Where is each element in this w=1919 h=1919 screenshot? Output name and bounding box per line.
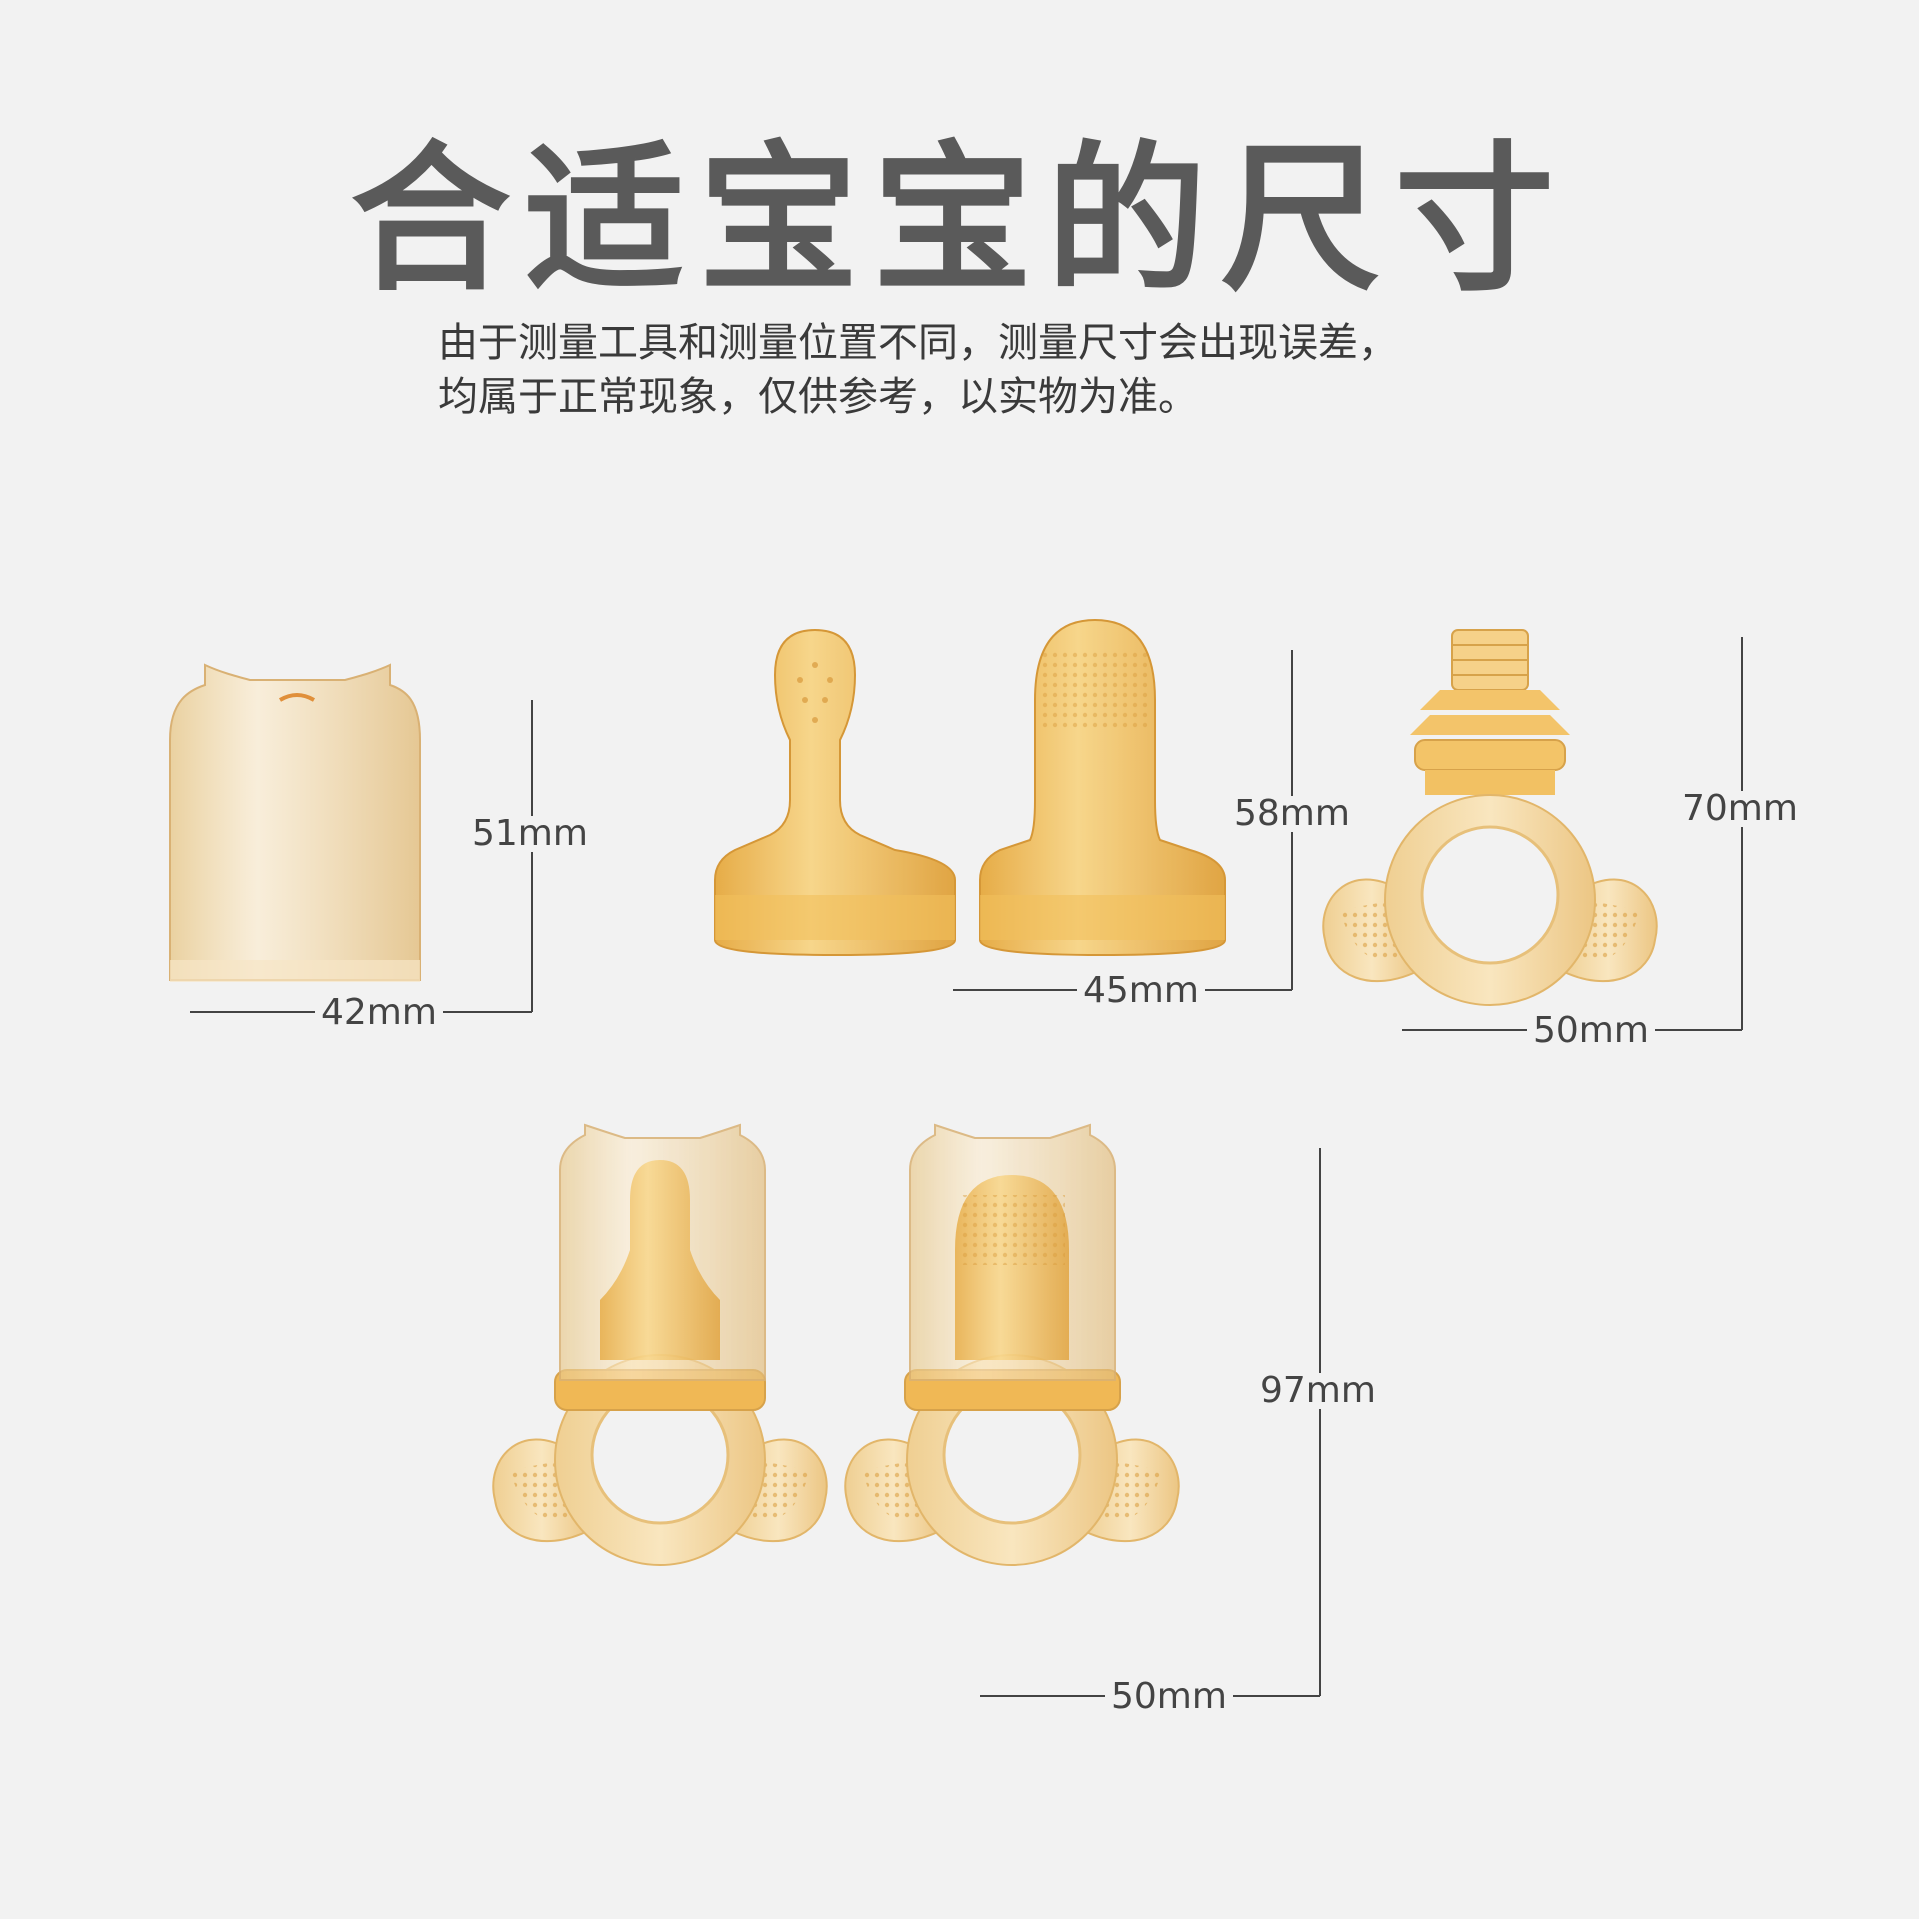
cover-height-label: 51mm (466, 816, 594, 852)
handle-width-label: 50mm (1527, 1013, 1655, 1049)
disclaimer-line-2: 均属于正常现象，仅供参考，以实物为准。 (438, 374, 1198, 420)
nipple-pair-image (714, 618, 1226, 957)
page-title: 合适宝宝的尺寸 (350, 126, 1569, 313)
teether-handle-image (1321, 629, 1659, 1007)
clear-cover-image (169, 663, 421, 982)
disclaimer-line-1: 由于测量工具和测量位置不同，测量尺寸会出现误差， (438, 320, 1398, 366)
assembled-feeder-image-1 (491, 1123, 829, 1567)
assembled-feeder-image-2 (843, 1123, 1181, 1567)
cover-width-label: 42mm (315, 995, 443, 1031)
nipples-width-label: 45mm (1077, 973, 1205, 1009)
assembled-width-label: 50mm (1105, 1679, 1233, 1715)
handle-height-label: 70mm (1676, 791, 1804, 827)
disclaimer-text: 由于测量工具和测量位置不同，测量尺寸会出现误差， 均属于正常现象，仅供参考，以实… (438, 316, 1398, 424)
assembled-height-label: 97mm (1254, 1373, 1382, 1409)
nipples-height-label: 58mm (1228, 796, 1356, 832)
